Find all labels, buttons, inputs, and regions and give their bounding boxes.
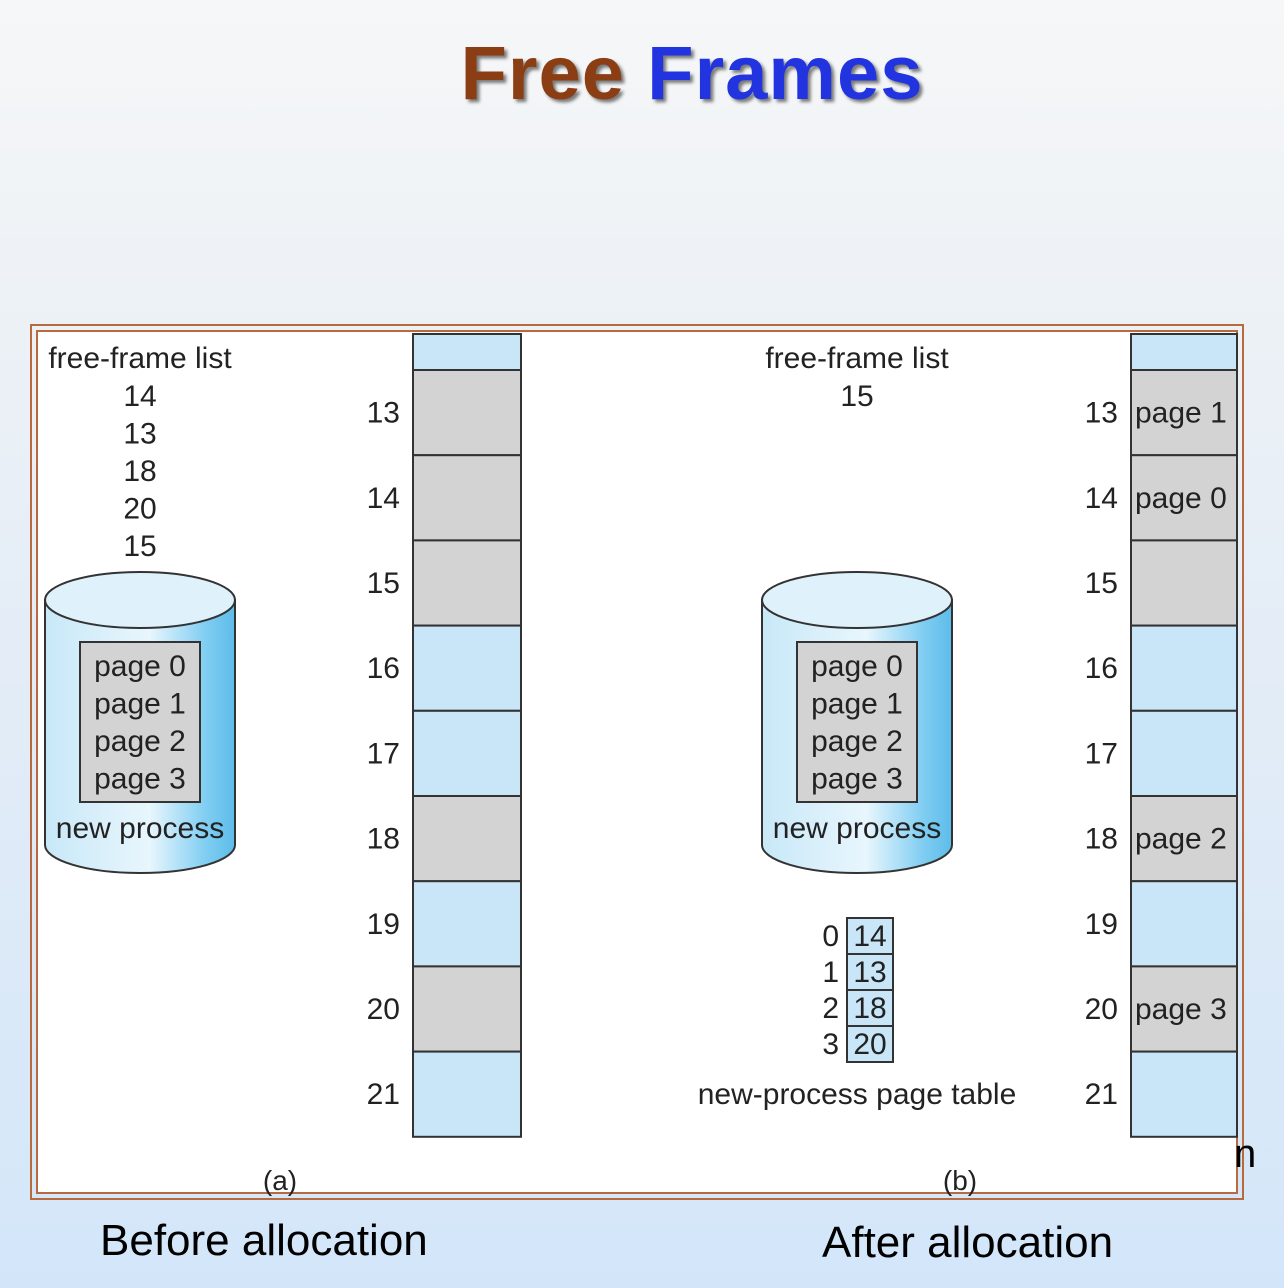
free-frame-number: 13 [123, 418, 156, 451]
page-table-label: new-process page table [698, 1078, 1017, 1111]
free-frame-number: 20 [123, 493, 156, 526]
frame-number: 16 [1085, 652, 1118, 685]
disk-cylinder: page 0 page 1 page 2 page 3 new process [44, 571, 236, 874]
frame-content: page 0 [1135, 482, 1227, 515]
memory-frame [412, 539, 522, 627]
caption-after: After allocation [822, 1218, 1114, 1267]
figure-panel [36, 330, 1238, 1194]
page-table-index: 3 [822, 1028, 839, 1061]
frame-number: 17 [1085, 737, 1118, 770]
memory-frame [412, 880, 522, 968]
process-page: page 2 [94, 725, 186, 758]
memory-frame [1130, 880, 1238, 968]
caption-before: Before allocation [100, 1216, 428, 1265]
free-frame-list: 14 13 18 20 15 [123, 380, 156, 563]
memory-frame [412, 454, 522, 542]
memory-frame [1130, 369, 1238, 457]
memory-frame [1130, 1050, 1238, 1138]
memory-frame [1130, 539, 1238, 627]
frame-number: 18 [367, 823, 400, 856]
frame-content: page 3 [1135, 993, 1227, 1026]
title-word-free: Free [460, 31, 626, 116]
memory-frame [1130, 795, 1238, 883]
memory-frame [1130, 454, 1238, 542]
process-page: page 3 [811, 763, 903, 796]
process-page: page 2 [811, 725, 903, 758]
memory-frames: 13 page 1 14 page 0 15 16 17 18 page 2 19 20 page 3… [1085, 333, 1238, 1138]
frame-number: 17 [367, 737, 400, 770]
process-pages: page 0 page 1 page 2 page 3 [811, 650, 903, 796]
cylinder-top [44, 571, 236, 629]
page-table-frame: 18 [853, 992, 886, 1025]
frame-number: 15 [367, 567, 400, 600]
free-frame-list-label: free-frame list [765, 342, 949, 375]
frame-content: page 1 [1135, 397, 1227, 430]
free-frame-number: 14 [123, 380, 156, 413]
frame-number: 18 [1085, 823, 1118, 856]
new-process-label: new process [773, 812, 941, 845]
cylinder-top [761, 571, 953, 629]
memory-frame [412, 624, 522, 712]
free-frame-list-label: free-frame list [48, 342, 232, 375]
memory-frames: 13 14 15 16 17 18 19 20 21 [367, 333, 522, 1138]
page-table: 0 14 1 13 2 18 3 20 [822, 917, 894, 1063]
page-table-frame: 14 [853, 920, 886, 953]
process-page: page 1 [811, 688, 903, 721]
process-page: page 3 [94, 763, 186, 796]
slide-title: Free Frames [0, 30, 1284, 117]
figure-border [30, 324, 1244, 1200]
frame-number: 16 [367, 652, 400, 685]
frame-number: 15 [1085, 567, 1118, 600]
free-frame-number: 15 [840, 380, 873, 413]
frame-number: 20 [367, 993, 400, 1026]
memory-frame [412, 369, 522, 457]
memory-frame [412, 795, 522, 883]
page-table-entry [846, 989, 894, 1027]
frame-number: 19 [1085, 908, 1118, 941]
frame-number: 14 [1085, 482, 1118, 515]
free-frame-list: 15 [840, 380, 873, 413]
frame-number: 13 [367, 397, 400, 430]
memory-frame [412, 965, 522, 1053]
process-pages-box [796, 641, 918, 803]
disk-cylinder: page 0 page 1 page 2 page 3 new process [761, 571, 953, 874]
frame-number: 13 [1085, 397, 1118, 430]
sub-label-b: (b) [943, 1165, 977, 1196]
free-frame-number: 15 [123, 530, 156, 563]
process-pages-box [79, 641, 201, 803]
page-table-frame: 13 [853, 956, 886, 989]
page-table-frame: 20 [853, 1028, 886, 1061]
sub-label-a: (a) [263, 1165, 297, 1196]
process-page: page 0 [811, 650, 903, 683]
free-frame-number: 18 [123, 455, 156, 488]
frame-content: page 2 [1135, 823, 1227, 856]
new-process-label: new process [56, 812, 224, 845]
memory-frame [1130, 333, 1238, 371]
frame-number: 14 [367, 482, 400, 515]
process-pages: page 0 page 1 page 2 page 3 [94, 650, 186, 796]
frame-number: 21 [367, 1078, 400, 1111]
process-page: page 1 [94, 688, 186, 721]
memory-frame [1130, 624, 1238, 712]
page-table-index: 0 [822, 920, 839, 953]
frame-number: 19 [367, 908, 400, 941]
page-table-index: 1 [822, 956, 839, 989]
memory-frame [412, 709, 522, 797]
page-table-entry [846, 1025, 894, 1063]
title-word-frames: Frames [647, 31, 924, 116]
memory-frame [1130, 709, 1238, 797]
frame-number: 21 [1085, 1078, 1118, 1111]
frame-number: 20 [1085, 993, 1118, 1026]
page-table-index: 2 [822, 992, 839, 1025]
process-page: page 0 [94, 650, 186, 683]
memory-frame [412, 333, 522, 371]
stray-text: n [1234, 1132, 1257, 1176]
memory-frame [412, 1050, 522, 1138]
